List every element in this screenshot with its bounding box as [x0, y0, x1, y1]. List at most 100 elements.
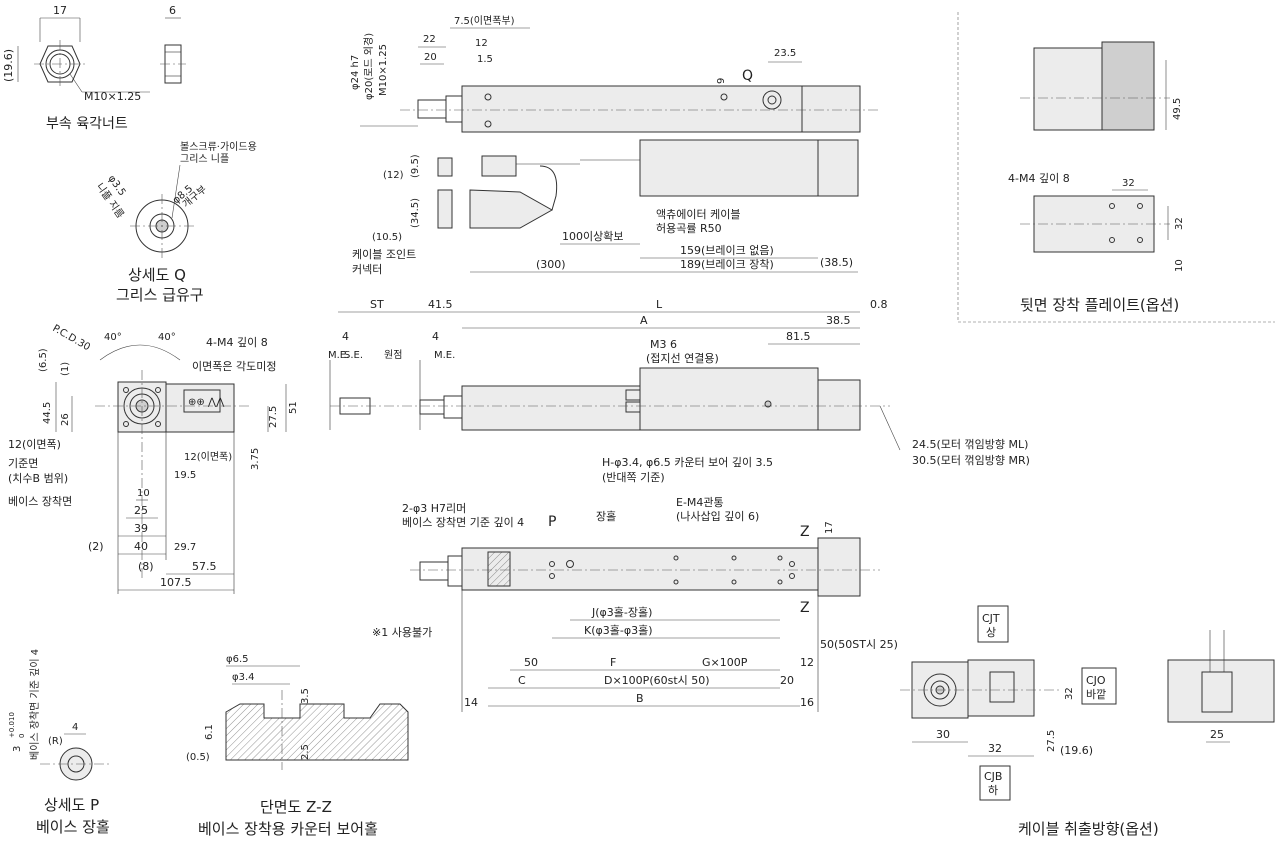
side-dim-51: 51 — [288, 401, 299, 414]
bottom-z2: Z — [800, 600, 810, 616]
p-side-label: 베이스 장착면 기준 깊이 4 — [29, 649, 41, 760]
top-dim-9: 9 — [716, 78, 727, 84]
q-title1: 상세도 Q — [128, 266, 186, 284]
bottom-ream2: 베이스 장착면 기준 깊이 4 — [402, 516, 524, 529]
cable-bend2: 허용곡률 R50 — [656, 222, 722, 235]
p-tol3: 0 — [18, 734, 26, 738]
bottom-p: P — [548, 514, 556, 530]
cjo-label: CJO — [1086, 674, 1106, 687]
front-dim-4b: 4 — [432, 330, 439, 343]
side-ref1: 기준면 — [8, 457, 38, 470]
cd-dim-30: 30 — [936, 728, 950, 741]
bottom-k: K(φ3홀-φ3홀) — [584, 624, 653, 637]
detail-p-view: 베이스 장착면 기준 깊이 4 3 +0.010 0 4 (R) 상세도 P 베… — [8, 649, 110, 836]
bottom-e1: E-M4관통 — [676, 496, 724, 509]
front-dim-385: 38.5 — [826, 314, 851, 327]
sec-d61: 6.1 — [204, 724, 215, 740]
hex-nut-view: 17 (19.6) M10×1.25 6 부속 육각너트 — [2, 4, 186, 132]
p-tol2: +0.010 — [8, 712, 16, 738]
bottom-dim-17: 17 — [824, 521, 835, 534]
top-dim-12: 12 — [475, 38, 488, 49]
front-se: S.E. — [344, 350, 363, 361]
cable-d159: 159(브레이크 없음) — [680, 244, 774, 257]
p-dim-4: 4 — [72, 722, 78, 733]
cd-dim-32: 32 — [988, 742, 1002, 755]
cjt-label: CJT — [982, 612, 1000, 625]
front-a: A — [640, 314, 648, 327]
q-nipple-label2: 그리스 니플 — [180, 153, 229, 165]
top-phi20: φ20(로드 외경) — [362, 33, 375, 100]
front-view: ST 41.5 L 0.8 A 38.5 4 4 M.E. S.E. 원점 M.… — [328, 298, 1030, 467]
front-st: ST — [370, 298, 384, 311]
side-angle-b: 40° — [158, 332, 176, 343]
back-dim-32b: 32 — [1174, 217, 1185, 230]
cable-dim-95: (9.5) — [410, 154, 421, 178]
cable-joint1: 케이블 조인트 — [352, 248, 416, 261]
bottom-c: C — [518, 674, 526, 687]
bottom-d14: 14 — [464, 696, 478, 709]
bottom-g: G×100P — [702, 656, 748, 669]
bottom-d12: 12 — [800, 656, 814, 669]
cable-dim-345: (34.5) — [410, 198, 421, 228]
top-dim-22: 22 — [423, 34, 436, 45]
side-m4: 4-M4 깊이 8 — [206, 336, 268, 349]
back-title: 뒷면 장착 플레이트(옵션) — [1020, 296, 1179, 314]
sec-title1: 단면도 Z-Z — [260, 798, 332, 816]
side-dim-195: 19.5 — [174, 470, 196, 481]
bottom-h: H-φ3.4, φ6.5 카운터 보어 깊이 3.5 — [602, 456, 773, 469]
cd-dim-32b: 32 — [1064, 687, 1075, 700]
sec-title2: 베이스 장착용 카운터 보어홀 — [198, 820, 378, 838]
side-dim-1: (1) — [60, 362, 71, 376]
q-title2: 그리스 급유구 — [116, 286, 204, 304]
bottom-slot: 장홀 — [596, 510, 616, 523]
bottom-d16: 16 — [800, 696, 814, 709]
side-dim-26: 26 — [60, 413, 71, 426]
cable-d385: (38.5) — [820, 256, 853, 269]
front-mr: 30.5(모터 꺾임방향 MR) — [912, 454, 1030, 467]
sec-d65: φ6.5 — [226, 654, 249, 665]
front-dim-415: 41.5 — [428, 298, 453, 311]
cable-dim-12: (12) — [383, 170, 404, 181]
top-dim-235: 23.5 — [774, 48, 796, 59]
bottom-d20: 20 — [780, 674, 794, 687]
nut-thread: M10×1.25 — [84, 90, 141, 103]
side-dim-8: (8) — [138, 560, 154, 573]
p-title1: 상세도 P — [44, 796, 99, 814]
front-me2: M.E. — [434, 350, 455, 361]
bottom-h2: (반대쪽 기준) — [602, 471, 665, 484]
cjb-label: CJB — [984, 770, 1002, 783]
nut-title: 부속 육각너트 — [46, 116, 128, 132]
front-ml: 24.5(모터 꺾임방향 ML) — [912, 438, 1028, 451]
side-dim-297: 29.7 — [174, 542, 196, 553]
bottom-f: F — [610, 656, 616, 669]
side-dim-2: (2) — [88, 540, 104, 553]
side-dim-10: 10 — [137, 488, 150, 499]
cjt-label2: 상 — [986, 626, 996, 639]
front-origin: 원점 — [384, 349, 402, 361]
cable-d300: (300) — [536, 258, 566, 271]
side-dim-40: 40 — [134, 540, 148, 553]
front-m3b: (접지선 연결용) — [646, 352, 719, 365]
p-r: (R) — [48, 736, 63, 747]
bottom-dp: D×100P(60st시 50) — [604, 674, 710, 687]
section-zz-view: φ6.5 φ3.4 3.5 6.1 (0.5) 2.5 단면도 Z-Z 베이스 … — [186, 654, 409, 838]
cd-dim-196: (19.6) — [1060, 744, 1093, 757]
back-plate-view: 49.5 4-M4 깊이 8 32 32 10 뒷면 장착 플레이트(옵션) — [957, 12, 1275, 323]
nut-dim-17: 17 — [53, 4, 67, 17]
front-m3: M3 6 — [650, 338, 677, 351]
top-dim-75: 7.5(이면폭부) — [454, 15, 515, 27]
side-dim-1075: 107.5 — [160, 576, 192, 589]
nut-dim-6: 6 — [169, 4, 176, 17]
sec-d25: 2.5 — [300, 744, 311, 760]
cable-view: (12) (9.5) (34.5) (10.5) 케이블 조인트 커넥터 액츄에… — [352, 139, 859, 276]
bottom-ream1: 2-φ3 H7리머 — [402, 502, 466, 515]
bottom-z1: Z — [800, 524, 810, 540]
cable-dim-105: (10.5) — [372, 232, 402, 243]
cjb-label2: 하 — [988, 783, 998, 797]
sec-d34: φ3.4 — [232, 672, 255, 683]
side-ref2: (치수B 범위) — [8, 472, 68, 485]
sec-d05: (0.5) — [186, 752, 210, 763]
cable-bend1: 액츄에이터 케이블 — [656, 208, 740, 221]
sec-d35: 3.5 — [300, 688, 311, 704]
